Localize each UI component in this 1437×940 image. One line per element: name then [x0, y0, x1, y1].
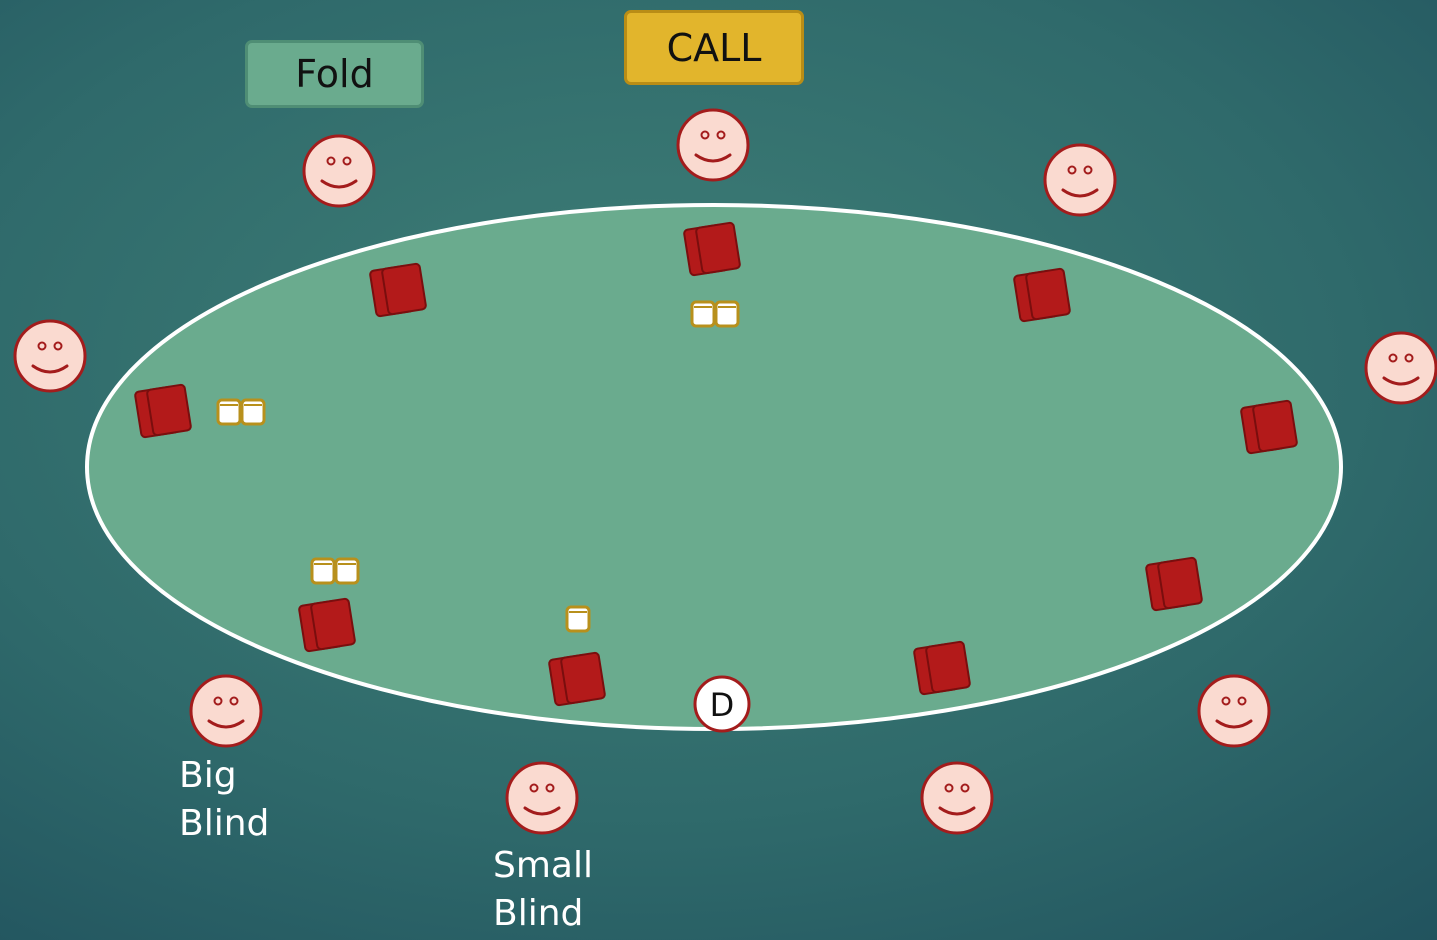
card-back	[561, 652, 606, 703]
chip	[716, 302, 738, 326]
chip	[692, 302, 714, 326]
card-back	[696, 222, 741, 273]
player-top-center-avatar	[678, 110, 748, 180]
player-top-center-cards	[684, 222, 741, 275]
card-back	[382, 263, 427, 314]
player-big-blind-avatar	[191, 676, 261, 746]
card-back	[1026, 268, 1071, 319]
player-top-right-cards	[1014, 268, 1071, 321]
dealer-button: D	[695, 677, 749, 731]
chip	[242, 400, 264, 424]
player-top-left-cards	[370, 263, 427, 316]
card-back	[926, 641, 971, 692]
card-back	[1253, 400, 1298, 451]
fold-button[interactable]: Fold	[245, 40, 424, 108]
player-big-blind-bet-chips	[312, 559, 358, 583]
chip	[567, 607, 589, 631]
small-blind-label-line-2: Blind	[493, 890, 593, 938]
player-big-blind-cards	[299, 598, 356, 651]
card-back	[147, 384, 192, 435]
player-top-left-avatar	[304, 136, 374, 206]
player-top-center-bet-chips	[692, 302, 738, 326]
small-blind-label: Small Blind	[493, 842, 593, 938]
player-right-avatar	[1366, 333, 1436, 403]
big-blind-label-line-1: Big	[179, 752, 269, 800]
chip	[218, 400, 240, 424]
player-bottom-right-cards	[914, 641, 971, 694]
player-left-cards	[135, 384, 192, 437]
player-small-blind-avatar	[507, 763, 577, 833]
big-blind-label: Big Blind	[179, 752, 269, 848]
chip	[312, 559, 334, 583]
poker-table	[87, 205, 1341, 729]
player-small-blind-cards	[549, 652, 606, 705]
player-top-right-avatar	[1045, 145, 1115, 215]
player-small-blind-bet-chips	[567, 607, 589, 631]
player-bottom-right-avatar	[922, 763, 992, 833]
chip	[336, 559, 358, 583]
player-lower-right-avatar	[1199, 676, 1269, 746]
small-blind-label-line-1: Small	[493, 842, 593, 890]
player-left-bet-chips	[218, 400, 264, 424]
player-right-cards	[1241, 400, 1298, 453]
card-back	[311, 598, 356, 649]
player-lower-right-cards	[1146, 557, 1203, 610]
player-left-avatar	[15, 321, 85, 391]
dealer-button-label: D	[710, 686, 735, 724]
call-button[interactable]: CALL	[624, 10, 804, 85]
big-blind-label-line-2: Blind	[179, 800, 269, 848]
card-back	[1158, 557, 1203, 608]
